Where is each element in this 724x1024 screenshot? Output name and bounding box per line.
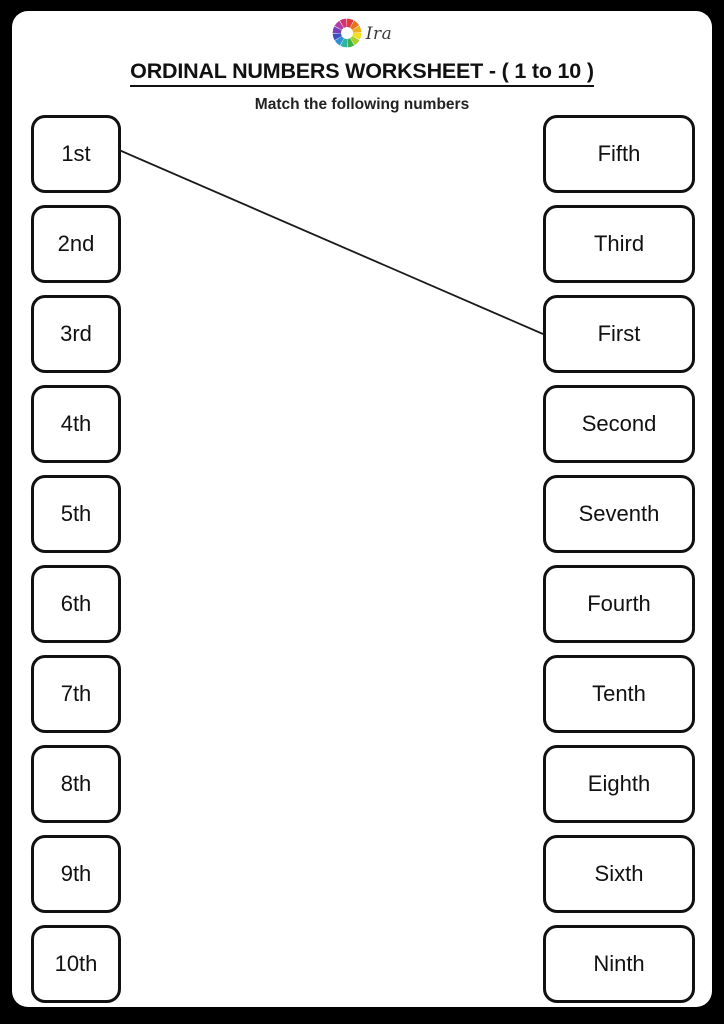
ordinal-word-box-label: Ninth: [593, 951, 645, 976]
page-subtitle: Match the following numbers: [254, 96, 470, 113]
ordinal-word-box-label: Fourth: [587, 591, 651, 616]
ordinal-number-box-label: 2nd: [57, 231, 95, 256]
ordinal-word-box-label: First: [597, 321, 641, 346]
ordinal-number-box-4[interactable]: 4th: [31, 385, 121, 463]
ordinal-word-box-label: Fifth: [597, 141, 641, 166]
page-title-text: ORDINAL NUMBERS WORKSHEET - ( 1 to 10 ): [130, 59, 594, 87]
match-line-1[interactable]: [118, 149, 544, 335]
ordinal-number-box-label: 9th: [60, 861, 92, 886]
ordinal-word-box-1[interactable]: Fifth: [543, 115, 695, 193]
ordinal-number-box-label: 4th: [60, 411, 92, 436]
ordinal-word-box-8[interactable]: Eighth: [543, 745, 695, 823]
page-title: ORDINAL NUMBERS WORKSHEET - ( 1 to 10 ): [12, 59, 712, 87]
ordinal-number-box-10[interactable]: 10th: [31, 925, 121, 1003]
ordinal-word-box-7[interactable]: Tenth: [543, 655, 695, 733]
ordinal-word-box-5[interactable]: Seventh: [543, 475, 695, 553]
ordinal-word-box-4[interactable]: Second: [543, 385, 695, 463]
ordinal-word-box-label: Third: [593, 231, 645, 256]
color-wheel-icon: [332, 18, 362, 48]
ordinal-number-box-5[interactable]: 5th: [31, 475, 121, 553]
ordinal-word-box-9[interactable]: Sixth: [543, 835, 695, 913]
ordinal-word-box-6[interactable]: Fourth: [543, 565, 695, 643]
ordinal-number-box-8[interactable]: 8th: [31, 745, 121, 823]
ordinal-word-box-10[interactable]: Ninth: [543, 925, 695, 1003]
ordinal-word-box-label: Second: [581, 411, 657, 436]
ordinal-number-box-9[interactable]: 9th: [31, 835, 121, 913]
ordinal-number-box-2[interactable]: 2nd: [31, 205, 121, 283]
ordinal-number-box-label: 7th: [60, 681, 92, 706]
ordinal-word-box-label: Tenth: [592, 681, 646, 706]
ordinal-word-box-label: Eighth: [587, 771, 651, 796]
brand-name: Ira: [365, 24, 393, 44]
left-column: 1st 2nd 3rd 4th 5th 6th 7th 8th 9th 10th: [31, 115, 121, 1007]
ordinal-word-box-3[interactable]: First: [543, 295, 695, 373]
ordinal-number-box-6[interactable]: 6th: [31, 565, 121, 643]
ordinal-number-box-3[interactable]: 3rd: [31, 295, 121, 373]
ordinal-word-box-2[interactable]: Third: [543, 205, 695, 283]
ordinal-word-box-label: Seventh: [578, 501, 660, 526]
brand-header: Ira: [12, 13, 712, 53]
ordinal-number-box-label: 1st: [61, 141, 91, 166]
ordinal-number-box-label: 10th: [54, 951, 98, 976]
ordinal-number-box-label: 5th: [60, 501, 92, 526]
ordinal-word-box-label: Sixth: [594, 861, 644, 886]
ordinal-number-box-label: 6th: [60, 591, 92, 616]
ordinal-number-box-7[interactable]: 7th: [31, 655, 121, 733]
worksheet-paper: Ira ORDINAL NUMBERS WORKSHEET - ( 1 to 1…: [12, 11, 712, 1007]
ordinal-number-box-1[interactable]: 1st: [31, 115, 121, 193]
ordinal-number-box-label: 8th: [60, 771, 92, 796]
ordinal-number-box-label: 3rd: [60, 321, 92, 346]
